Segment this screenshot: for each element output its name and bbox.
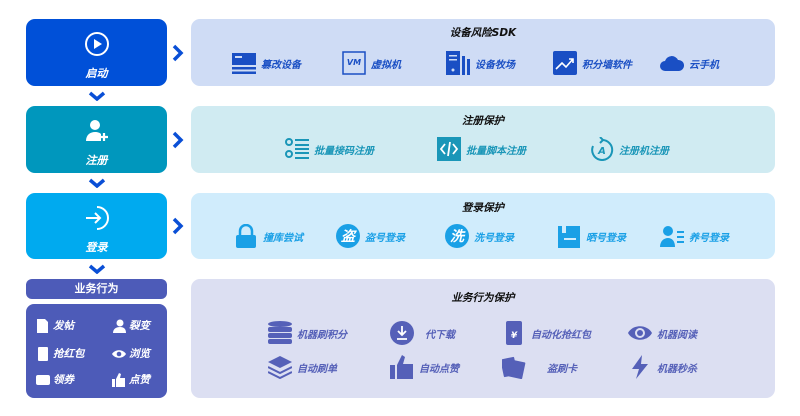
risk-item: 机器阅读 xyxy=(628,321,697,345)
svg-text:VM: VM xyxy=(347,58,361,67)
biz-item-post: 发帖 xyxy=(36,318,74,333)
chevron-right-icon xyxy=(172,217,184,235)
risk-item: ¥自动化抢红包 xyxy=(502,321,591,345)
user-add-icon xyxy=(85,120,108,141)
server-farm-icon xyxy=(446,51,470,75)
svg-text:A: A xyxy=(597,146,606,157)
risk-item: 洗洗号登录 xyxy=(445,224,514,248)
panel-title: 登录保护 xyxy=(462,202,504,214)
stage-label: 启动 xyxy=(85,67,108,80)
eye-icon xyxy=(628,326,652,340)
stage-label: 注册 xyxy=(85,154,108,167)
business-actions: 发帖 裂变 抢红包 浏览 领券 点赞 xyxy=(26,304,167,398)
risk-item: 篡改设备 xyxy=(232,51,301,75)
risk-item: 批量脚本注册 xyxy=(437,137,526,161)
chevron-down-icon xyxy=(88,178,106,188)
user-list-icon xyxy=(660,226,684,247)
panel-title: 业务行为保护 xyxy=(451,292,515,304)
stage-start: 启动 xyxy=(26,19,167,86)
coupon-icon xyxy=(36,374,50,385)
risk-item: 自动刷单 xyxy=(268,355,337,379)
list-icon xyxy=(285,138,309,159)
biz-item-coupon: 领券 xyxy=(36,372,74,387)
thumbs-up-icon xyxy=(390,355,413,379)
steal-badge-icon: 盗 xyxy=(336,224,360,248)
download-icon xyxy=(390,321,414,345)
risk-item: 撞库尝试 xyxy=(234,224,303,248)
floppy-icon xyxy=(558,224,580,248)
register-bot-icon: A xyxy=(591,137,614,161)
panel-login-protection: 登录保护 撞库尝试 盗盗号登录 洗洗号登录 晒号登录 养号登录 xyxy=(191,193,775,259)
thumbs-up-icon xyxy=(112,372,125,387)
panel-title: 注册保护 xyxy=(462,115,504,127)
svg-text:洗: 洗 xyxy=(450,228,466,245)
vm-icon: VM xyxy=(342,51,366,75)
biz-item-browse: 浏览 xyxy=(112,346,150,361)
code-icon xyxy=(437,137,461,161)
risk-item: 盗盗号登录 xyxy=(336,224,405,248)
panel-title: 设备风险SDK xyxy=(449,27,517,39)
stage-register: 注册 xyxy=(26,106,167,173)
business-header: 业务行为 xyxy=(26,279,167,299)
stolen-card-icon xyxy=(502,356,526,379)
chevron-down-icon xyxy=(88,91,106,101)
svg-text:¥: ¥ xyxy=(511,331,518,341)
login-arrow-icon xyxy=(85,206,109,230)
document-edit-icon xyxy=(37,318,48,333)
risk-item: 自动点赞 xyxy=(390,355,459,379)
chevron-down-icon xyxy=(88,264,106,274)
lock-icon xyxy=(236,224,256,248)
red-packet-icon xyxy=(38,346,48,361)
risk-item: 机器秒杀 xyxy=(628,355,697,379)
risk-item: 云手机 xyxy=(660,51,719,75)
play-circle-icon xyxy=(84,32,109,56)
lightning-icon xyxy=(632,355,648,379)
cloud-icon xyxy=(660,56,684,71)
database-icon xyxy=(268,321,292,344)
chevron-right-icon xyxy=(172,44,184,62)
wash-badge-icon: 洗 xyxy=(445,224,469,248)
stage-login: 登录 xyxy=(26,193,167,259)
users-icon xyxy=(113,319,126,333)
risk-item: 批量接码注册 xyxy=(285,137,374,161)
biz-item-like: 点赞 xyxy=(112,372,150,387)
eye-icon xyxy=(112,349,126,358)
risk-item: 代下载 xyxy=(390,321,455,345)
card-icon xyxy=(232,53,256,74)
risk-item: 设备牧场 xyxy=(446,51,515,75)
red-packet-icon: ¥ xyxy=(506,321,522,345)
risk-item: 晒号登录 xyxy=(557,224,626,248)
chevron-right-icon xyxy=(172,131,184,149)
risk-item: 盗刷卡 xyxy=(502,355,577,379)
stage-label: 登录 xyxy=(85,241,108,254)
risk-item: 养号登录 xyxy=(660,224,729,248)
panel-business-protection: 业务行为保护 机器刷积分 代下载 ¥自动化抢红包 机器阅读 自动刷单 自动点赞 … xyxy=(191,279,775,398)
biz-item-fission: 裂变 xyxy=(112,318,150,333)
layers-icon xyxy=(268,356,292,379)
trend-chart-icon xyxy=(553,51,577,75)
risk-item: 机器刷积分 xyxy=(268,321,347,345)
biz-item-red-packet: 抢红包 xyxy=(36,346,85,361)
risk-item: 积分墙软件 xyxy=(553,51,632,75)
svg-text:盗: 盗 xyxy=(341,228,358,245)
